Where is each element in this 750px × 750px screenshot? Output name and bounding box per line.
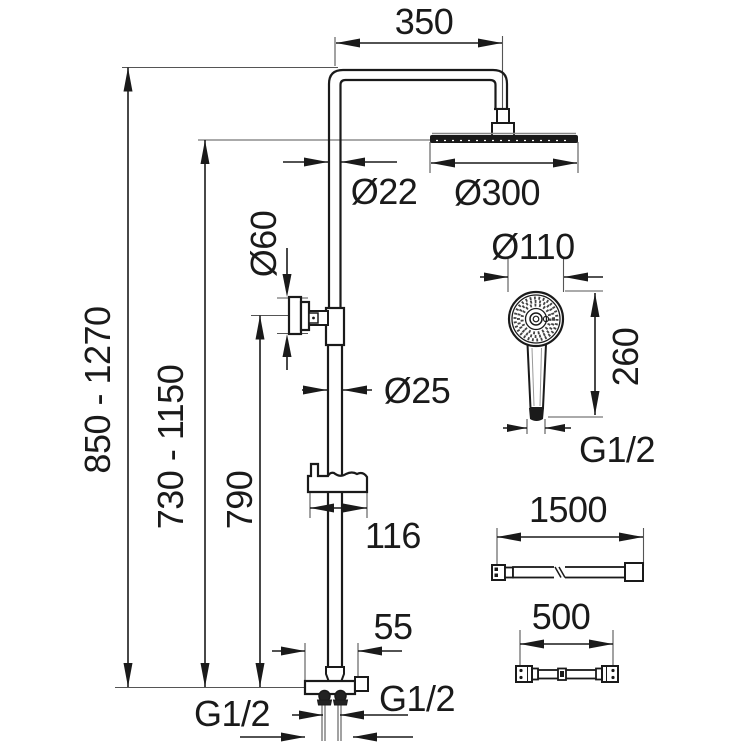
dim-holder-width-label: 116 [365,515,421,556]
dim-wall-bracket-diameter-label: Ø60 [243,210,284,278]
slider-holder [306,462,369,494]
dim-hand-shower-diameter-label: Ø110 [491,226,575,267]
shower-hose-1500 [491,562,644,582]
dim-arm-reach-label: 350 [394,1,454,42]
connection-hose-500 [515,665,619,683]
riser-coupling [324,306,346,347]
dim-valve-outlet-thread-label: G1/2 [378,678,456,719]
dim-connection-hose-length-label: 500 [531,596,591,637]
dim-head-diameter-label: Ø300 [453,172,541,213]
dim-riser-lower-diameter-label: Ø25 [383,370,451,411]
extension-lines [115,36,645,741]
dim-riser-upper-diameter-label: Ø22 [350,171,418,212]
overhead-shower-head [430,108,578,143]
wall-bracket [287,295,329,336]
dim-head-height-label: 730 - 1150 [150,364,191,530]
dimension-arrowheads [123,38,643,742]
dim-hose-length-label: 1500 [528,489,608,530]
dim-hand-shower-length-label: 260 [605,327,646,387]
dim-bracket-height-label: 790 [219,470,260,530]
inlet-tee-valve [303,666,369,706]
dim-inlet-thread-label: G1/2 [193,693,271,734]
dim-overall-height-label: 850 - 1270 [77,306,118,474]
dim-hand-shower-thread-label: G1/2 [578,429,656,470]
hand-shower [507,290,565,421]
dim-valve-width-label: 55 [373,606,413,647]
